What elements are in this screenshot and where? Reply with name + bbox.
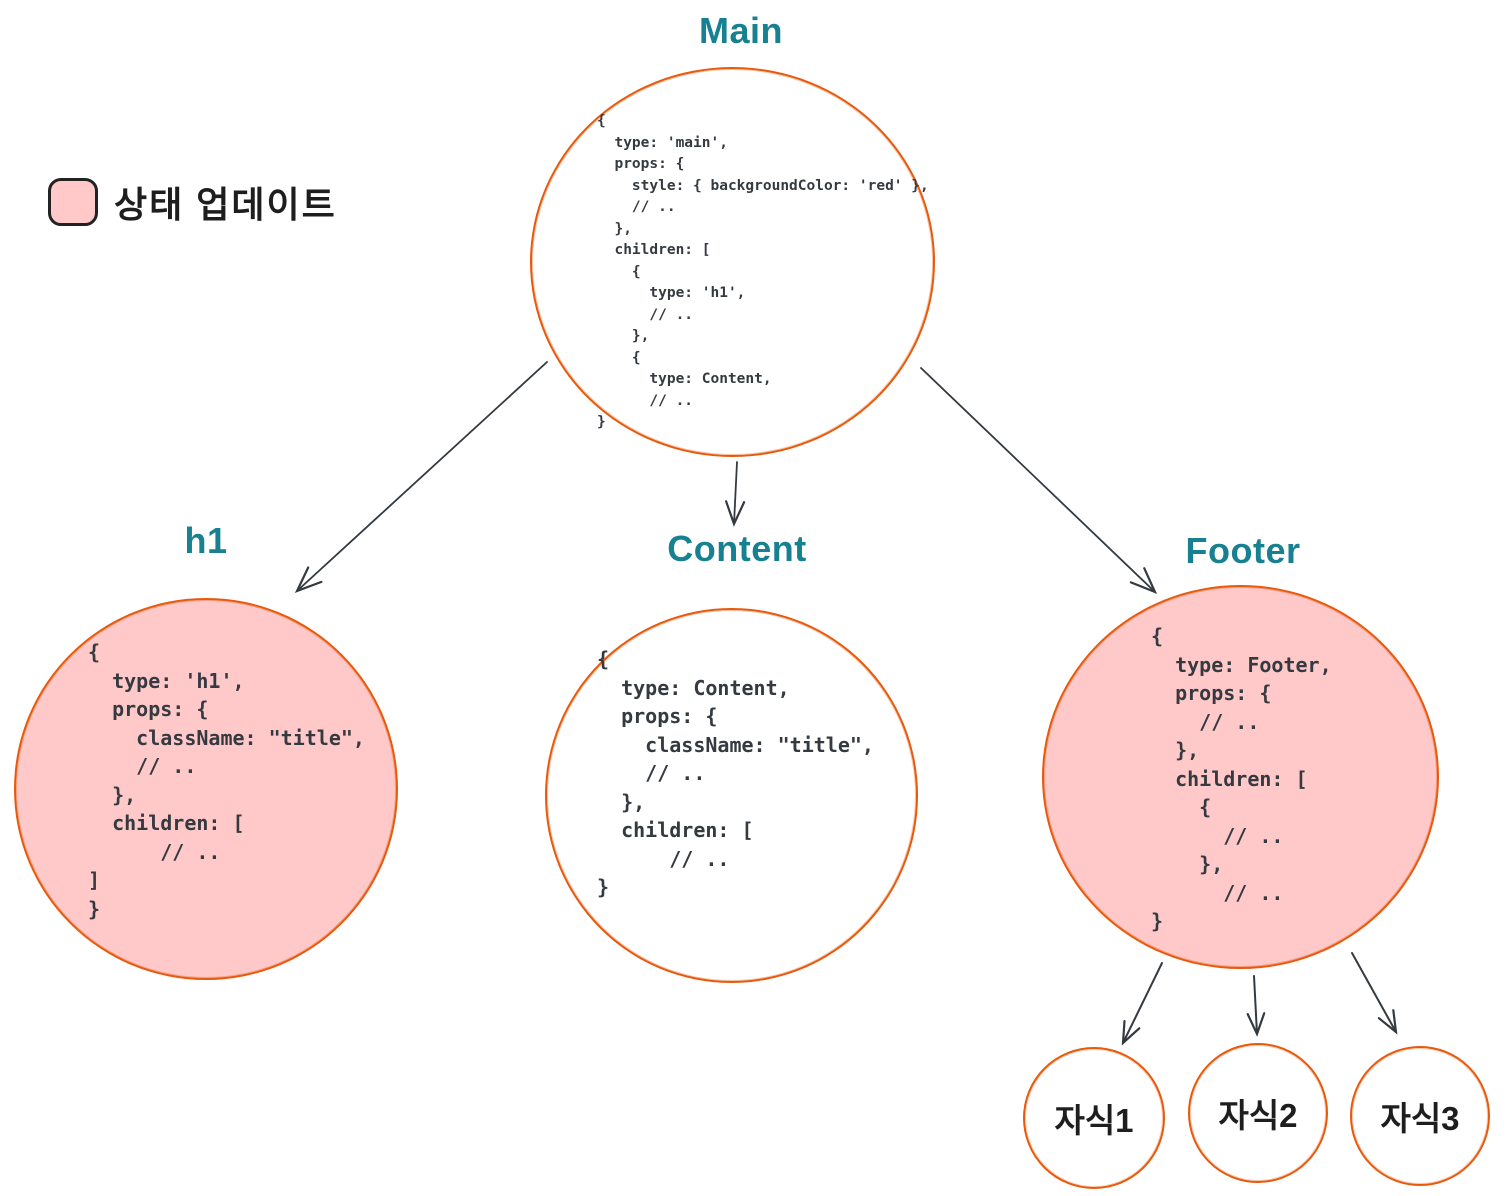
legend-highlight-swatch (48, 178, 98, 226)
legend: 상태 업데이트 (48, 176, 337, 228)
child-node-3: 자식3 (1350, 1046, 1490, 1186)
h1-node-heading: h1 (184, 520, 228, 561)
child-node-3-label: 자식3 (1380, 1100, 1460, 1137)
arrow-footer-to-child-3 (1351, 952, 1398, 1035)
main-node-heading: Main (698, 10, 783, 51)
child-node-1: 자식1 (1023, 1047, 1165, 1189)
arrow-footer-to-child-1 (1121, 962, 1163, 1046)
main-node-code: { type: 'main', props: { style: { backgr… (597, 113, 929, 430)
child-node-2: 자식2 (1188, 1043, 1328, 1183)
content-node-code: { type: Content, props: { className: "ti… (597, 647, 874, 899)
h1-node-code: { type: 'h1', props: { className: "title… (88, 640, 365, 921)
content-node-heading: Content (667, 528, 807, 569)
content-node-circle (545, 608, 918, 983)
legend-label: 상태 업데이트 (114, 184, 337, 225)
h1-node-circle (14, 598, 398, 980)
child-node-2-label: 자식2 (1218, 1097, 1298, 1134)
footer-node-code: { type: Footer, props: { // .. }, childr… (1151, 624, 1332, 933)
child-node-1-label: 자식1 (1054, 1102, 1134, 1139)
arrow-main-to-content (725, 461, 746, 527)
arrow-footer-to-child-2 (1246, 975, 1266, 1037)
main-node-circle (530, 67, 935, 457)
footer-node-heading: Footer (1185, 530, 1301, 571)
footer-node-circle (1042, 585, 1439, 969)
